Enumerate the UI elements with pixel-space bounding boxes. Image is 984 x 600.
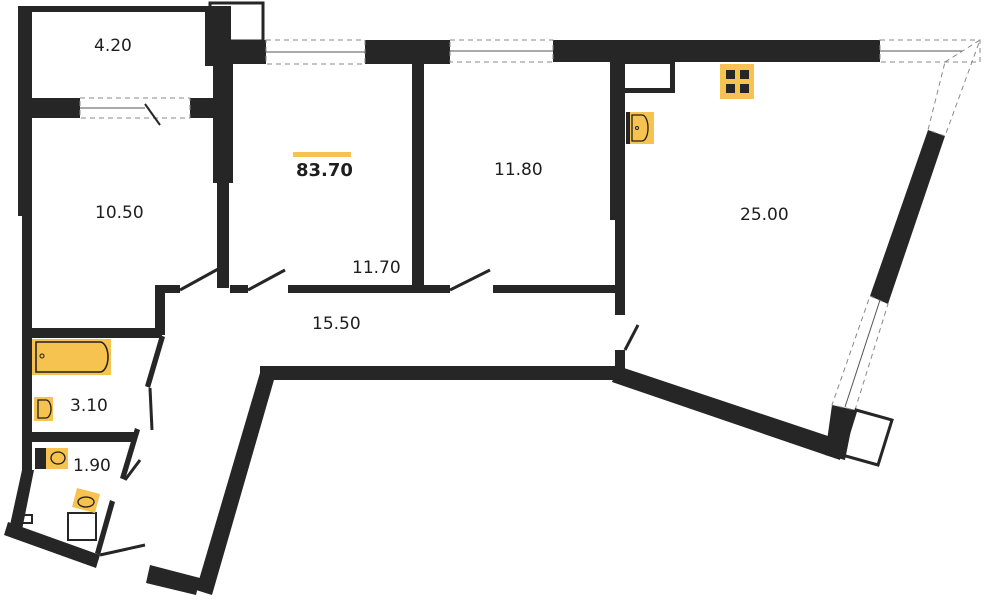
room-area-balcony-top: 4.20 (94, 36, 132, 56)
bathtub-icon (32, 339, 111, 375)
toilet-sink-icon (72, 488, 100, 513)
kitchen-stove-icon (720, 64, 754, 99)
room-area-bathroom: 3.10 (70, 396, 108, 416)
room-area-bedroom-left: 10.50 (95, 203, 144, 223)
doors (99, 103, 640, 557)
windows (79, 38, 981, 411)
kitchen-sink-icon (626, 112, 654, 144)
room-area-bedroom-right: 11.80 (494, 160, 543, 180)
walls (4, 6, 945, 595)
fixtures (32, 64, 754, 513)
room-area-toilet: 1.90 (73, 456, 111, 476)
total-area-marker (293, 152, 351, 157)
toilet-icon (35, 448, 68, 469)
balcony-outlines (21, 1, 894, 541)
bathroom-sink-icon (34, 397, 53, 421)
room-area-hallway: 15.50 (312, 314, 361, 334)
room-area-living-kitchen: 25.00 (740, 205, 789, 225)
total-area: 83.70 (296, 160, 353, 181)
room-area-bedroom-middle: 11.70 (352, 258, 401, 278)
